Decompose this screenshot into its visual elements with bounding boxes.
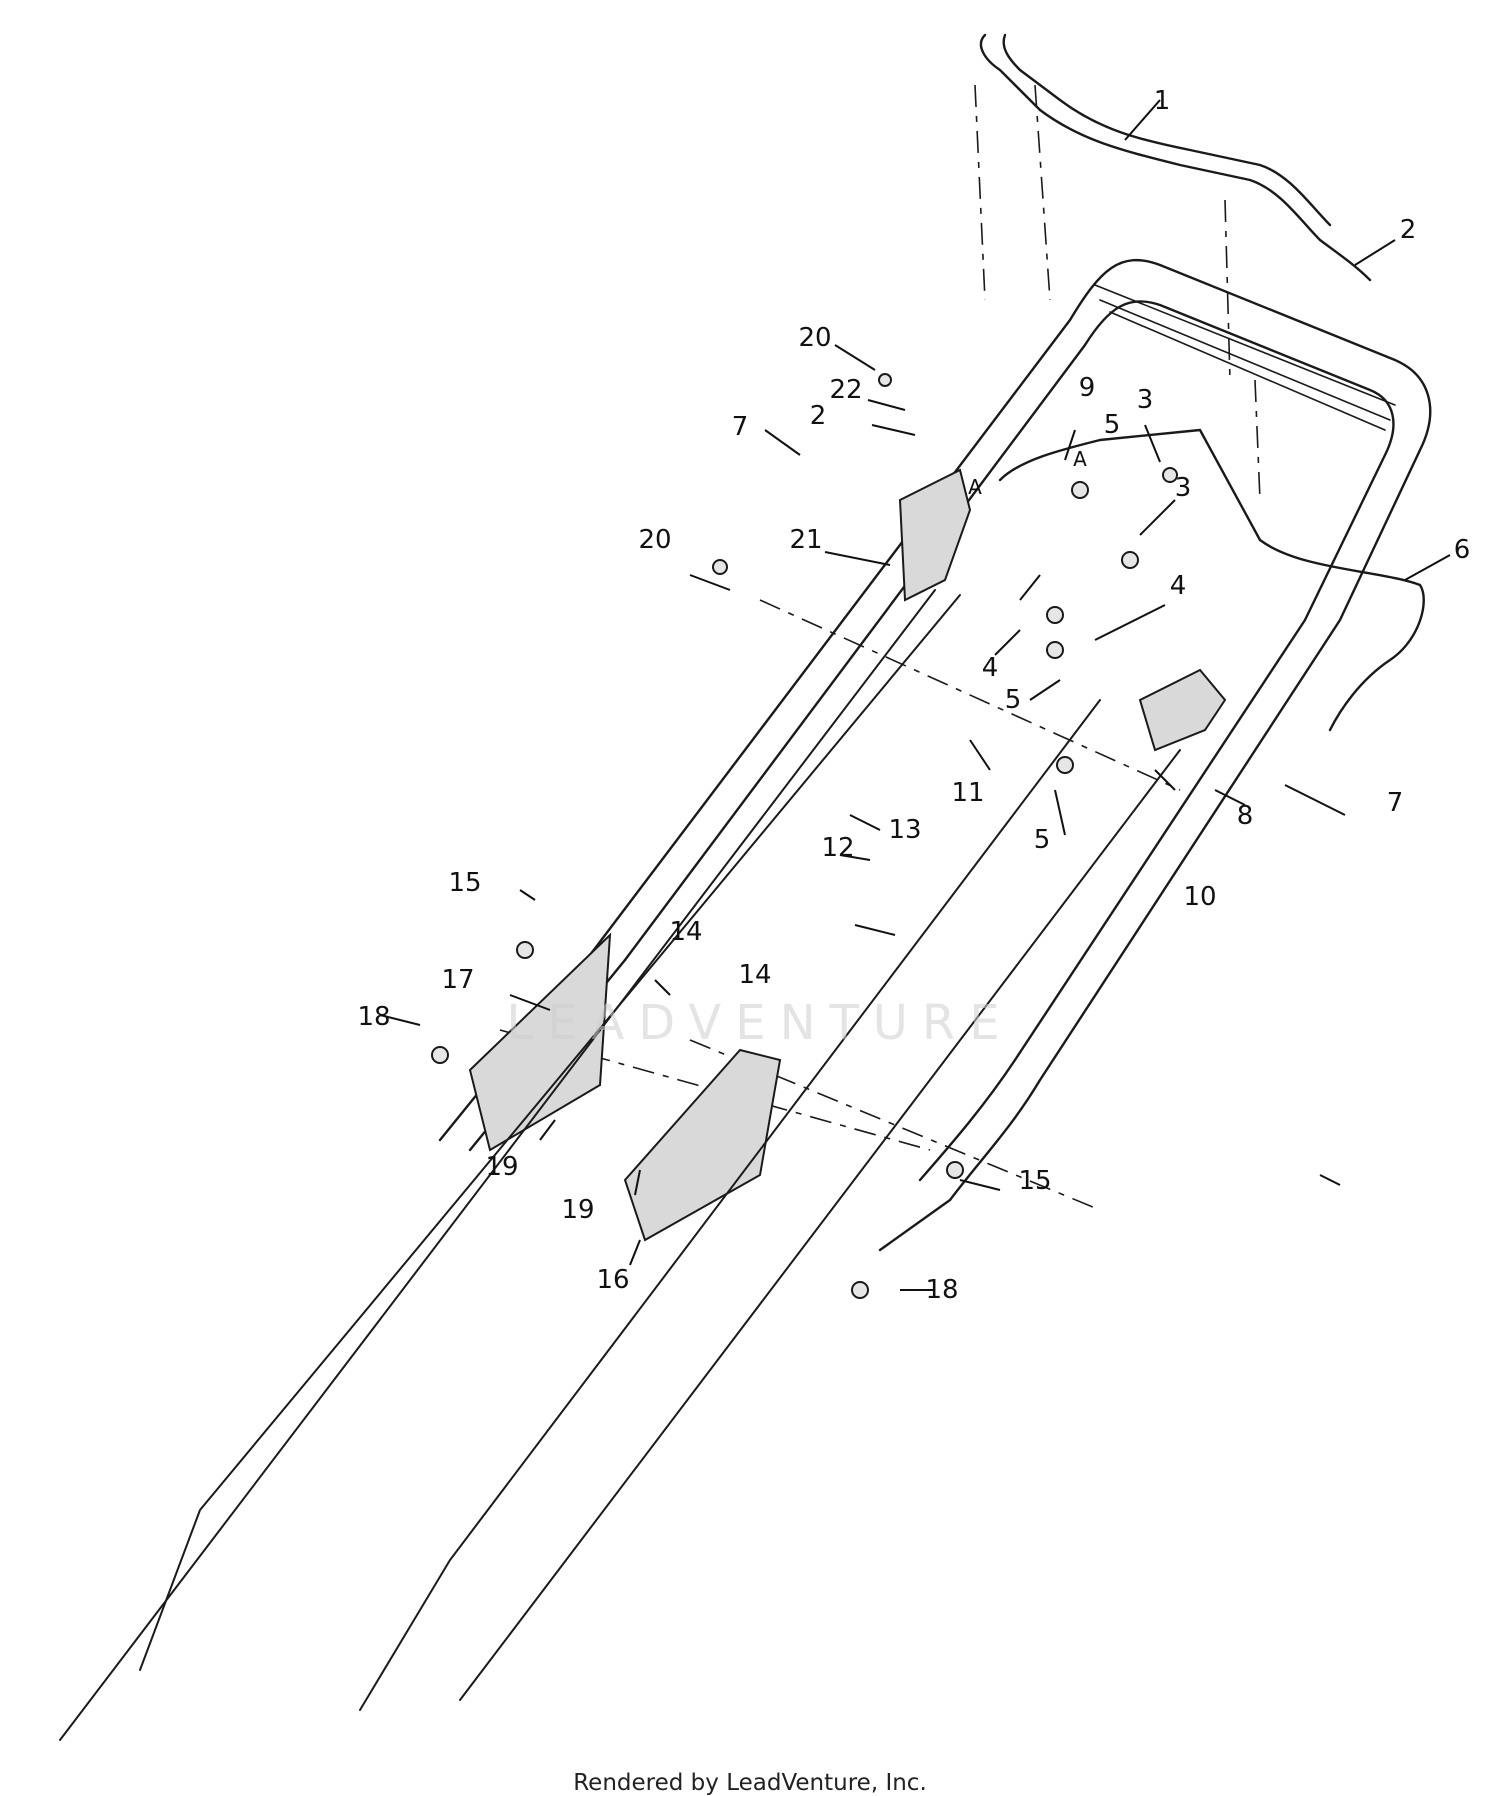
callout-3: 3 xyxy=(1136,385,1154,415)
cable-12 xyxy=(359,699,1101,1711)
callout-4: 4 xyxy=(981,653,999,683)
control-housing-right xyxy=(1138,668,1227,752)
callout-11: 11 xyxy=(951,778,985,808)
callout-1: 1 xyxy=(1153,86,1171,116)
callout-14: 14 xyxy=(738,960,772,990)
bail-handle xyxy=(979,33,1372,282)
callout-2: 2 xyxy=(809,401,827,431)
callout-20: 20 xyxy=(638,525,672,555)
callout-5: 5 xyxy=(1033,825,1051,855)
footer-credit: Rendered by LeadVenture, Inc. xyxy=(573,1770,927,1796)
callout-10: 10 xyxy=(1183,882,1217,912)
watermark-text: LEADVENTURE xyxy=(506,995,1014,1051)
callout-7: 7 xyxy=(1386,788,1404,818)
callout-13: 13 xyxy=(888,815,922,845)
reference-mark-a: A xyxy=(968,475,982,499)
upper-handle xyxy=(438,259,1432,1252)
callout-5: 5 xyxy=(1004,685,1022,715)
callout-15: 15 xyxy=(448,868,482,898)
callout-19: 19 xyxy=(485,1152,519,1182)
callout-20: 20 xyxy=(798,323,832,353)
control-housing-left xyxy=(898,468,972,602)
callout-2: 2 xyxy=(1399,215,1417,245)
callout-17: 17 xyxy=(441,965,475,995)
callout-14: 14 xyxy=(669,917,703,947)
callout-18: 18 xyxy=(925,1275,959,1305)
bracket-left xyxy=(468,932,612,1152)
callout-16: 16 xyxy=(596,1265,630,1295)
callout-3: 3 xyxy=(1174,473,1192,503)
callout-8: 8 xyxy=(1236,801,1254,831)
leader-lines xyxy=(379,99,1451,1291)
callout-9: 9 xyxy=(1078,373,1096,403)
callout-7: 7 xyxy=(731,412,749,442)
callout-4: 4 xyxy=(1169,571,1187,601)
callout-5: 5 xyxy=(1103,410,1121,440)
cable-13 xyxy=(139,594,961,1671)
callout-12: 12 xyxy=(821,833,855,863)
callout-6: 6 xyxy=(1453,535,1471,565)
callout-15: 15 xyxy=(1018,1166,1052,1196)
reference-mark-a: A xyxy=(1073,447,1087,471)
cable-outer-left xyxy=(59,589,936,1741)
bracket-right xyxy=(623,1048,782,1242)
cable-outer-right xyxy=(459,749,1181,1701)
callout-19: 19 xyxy=(561,1195,595,1225)
callout-21: 21 xyxy=(789,525,823,555)
callout-18: 18 xyxy=(357,1002,391,1032)
callout-22: 22 xyxy=(829,375,863,405)
